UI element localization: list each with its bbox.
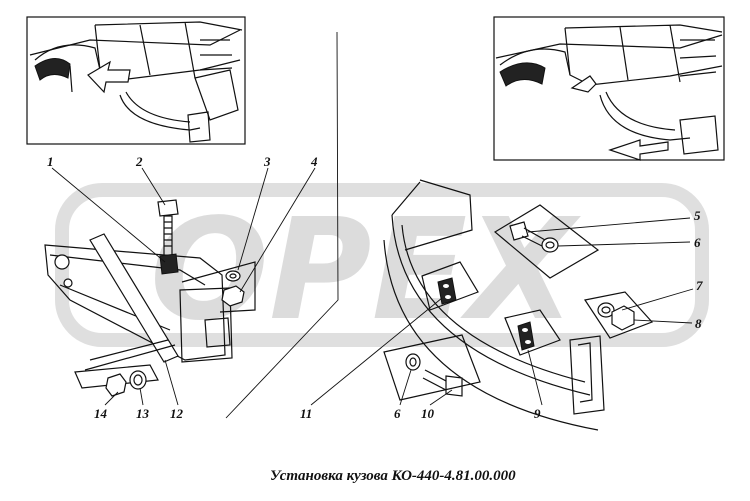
watermark-text: OPEX (150, 189, 581, 352)
callout-3: 3 (263, 154, 271, 169)
callout-1: 1 (47, 154, 54, 169)
right-assembly (383, 179, 654, 431)
drawing-caption: Установка кузова КО-440-4.81.00.000 (270, 468, 516, 484)
callout-13: 13 (136, 406, 150, 421)
callout-2: 2 (135, 154, 143, 169)
left-assembly (44, 199, 256, 397)
leader-lines (51, 167, 694, 406)
callout-8: 8 (695, 316, 702, 331)
callout-9: 9 (534, 406, 541, 421)
callout-14: 14 (94, 406, 108, 421)
callout-7: 7 (696, 278, 703, 293)
callout-12: 12 (170, 406, 184, 421)
callout-labels: 1 2 3 4 5 6 7 8 14 13 12 11 6 10 9 (47, 154, 703, 421)
callout-6-lower: 6 (394, 406, 401, 421)
inset-view-right (493, 16, 725, 161)
callout-5: 5 (694, 208, 701, 223)
divider-line (225, 31, 339, 419)
callout-6-upper: 6 (694, 235, 701, 250)
callout-10: 10 (421, 406, 435, 421)
callout-11: 11 (300, 406, 312, 421)
callout-4: 4 (310, 154, 318, 169)
inset-view-left (26, 16, 246, 145)
